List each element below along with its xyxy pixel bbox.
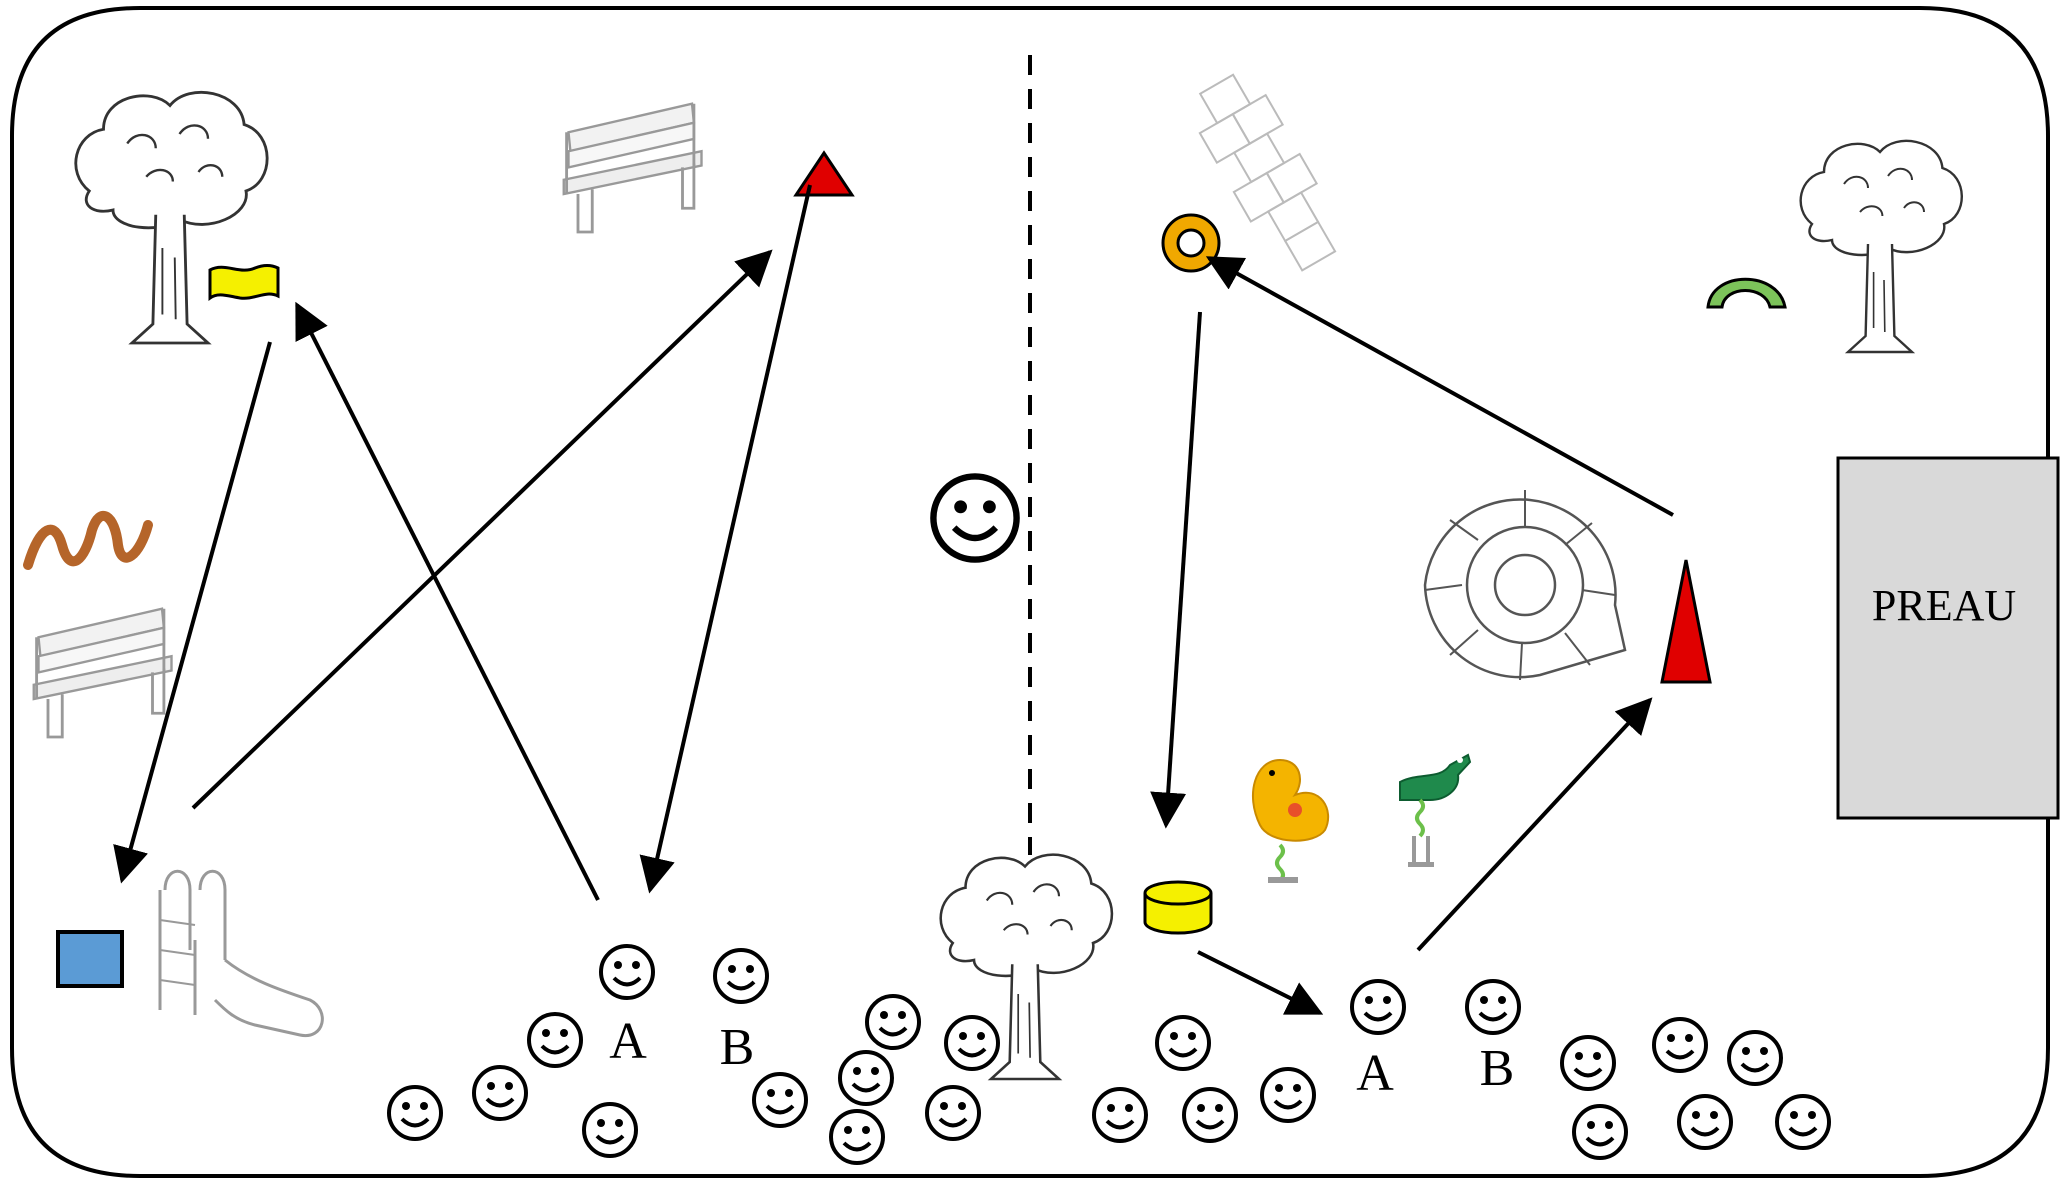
smiley-face-icon	[713, 948, 769, 1004]
smiley-face-icon	[1155, 1015, 1211, 1071]
zigzag-marker-icon	[23, 511, 153, 570]
right-label-a: A	[1356, 1045, 1394, 1102]
smiley-face-icon	[582, 1102, 638, 1158]
smiley-face-icon	[752, 1072, 808, 1128]
left-label-a: A	[609, 1013, 647, 1070]
spring-rider-crocodile-icon	[1399, 753, 1472, 867]
blue-square-marker-icon	[56, 930, 124, 988]
smiley-face-icon	[1775, 1094, 1831, 1150]
left-team-players	[387, 944, 1000, 1165]
smiley-face-icon	[1572, 1104, 1628, 1160]
red-cone-marker-icon	[1660, 559, 1712, 684]
yellow-flag-marker-icon	[208, 263, 280, 301]
slide-icon	[158, 869, 324, 1037]
orange-ring-marker-icon	[1161, 213, 1221, 273]
spring-rider-duck-icon	[1251, 758, 1330, 883]
smiley-face-icon	[599, 944, 655, 1000]
smiley-face-icon	[829, 1109, 885, 1165]
playground-boundary	[10, 6, 2050, 1178]
bench-icon	[32, 607, 173, 739]
smiley-face-icon	[1182, 1087, 1238, 1143]
right-label-b: B	[1480, 1040, 1515, 1097]
yellow-cylinder-marker-icon	[1143, 880, 1213, 935]
smiley-face-icon	[1465, 979, 1521, 1035]
smiley-face-icon	[865, 994, 921, 1050]
smiley-face-icon	[838, 1050, 894, 1106]
smiley-face-icon	[1092, 1087, 1148, 1143]
smiley-face-icon	[472, 1065, 528, 1121]
preau-label: PREAU	[1872, 581, 2016, 630]
smiley-face-icon	[1677, 1094, 1733, 1150]
smiley-face-icon	[1652, 1017, 1708, 1073]
smiley-face-icon	[1260, 1067, 1316, 1123]
snail-hopscotch-icon	[1423, 490, 1627, 681]
right-zone-path-arrows	[1150, 256, 1674, 1015]
tree-icon	[74, 90, 269, 345]
right-team-players	[1092, 979, 1831, 1160]
left-zone-path-arrows	[113, 184, 812, 901]
smiley-face-icon	[527, 1012, 583, 1068]
smiley-face-icon	[933, 476, 1016, 559]
preau-building: PREAU	[1836, 456, 2060, 820]
smiley-face-icon	[387, 1085, 443, 1141]
bench-icon	[562, 102, 703, 234]
smiley-face-icon	[925, 1085, 981, 1141]
smiley-face-icon	[1727, 1030, 1783, 1086]
smiley-face-icon	[1350, 979, 1406, 1035]
green-arch-marker-icon	[1706, 277, 1787, 309]
red-triangle-marker-icon	[793, 150, 855, 197]
hopscotch-icon	[1198, 73, 1337, 272]
left-label-b: B	[720, 1019, 755, 1076]
smiley-face-icon	[1560, 1035, 1616, 1091]
smiley-face-icon	[944, 1015, 1000, 1071]
tree-icon	[1799, 139, 1964, 354]
